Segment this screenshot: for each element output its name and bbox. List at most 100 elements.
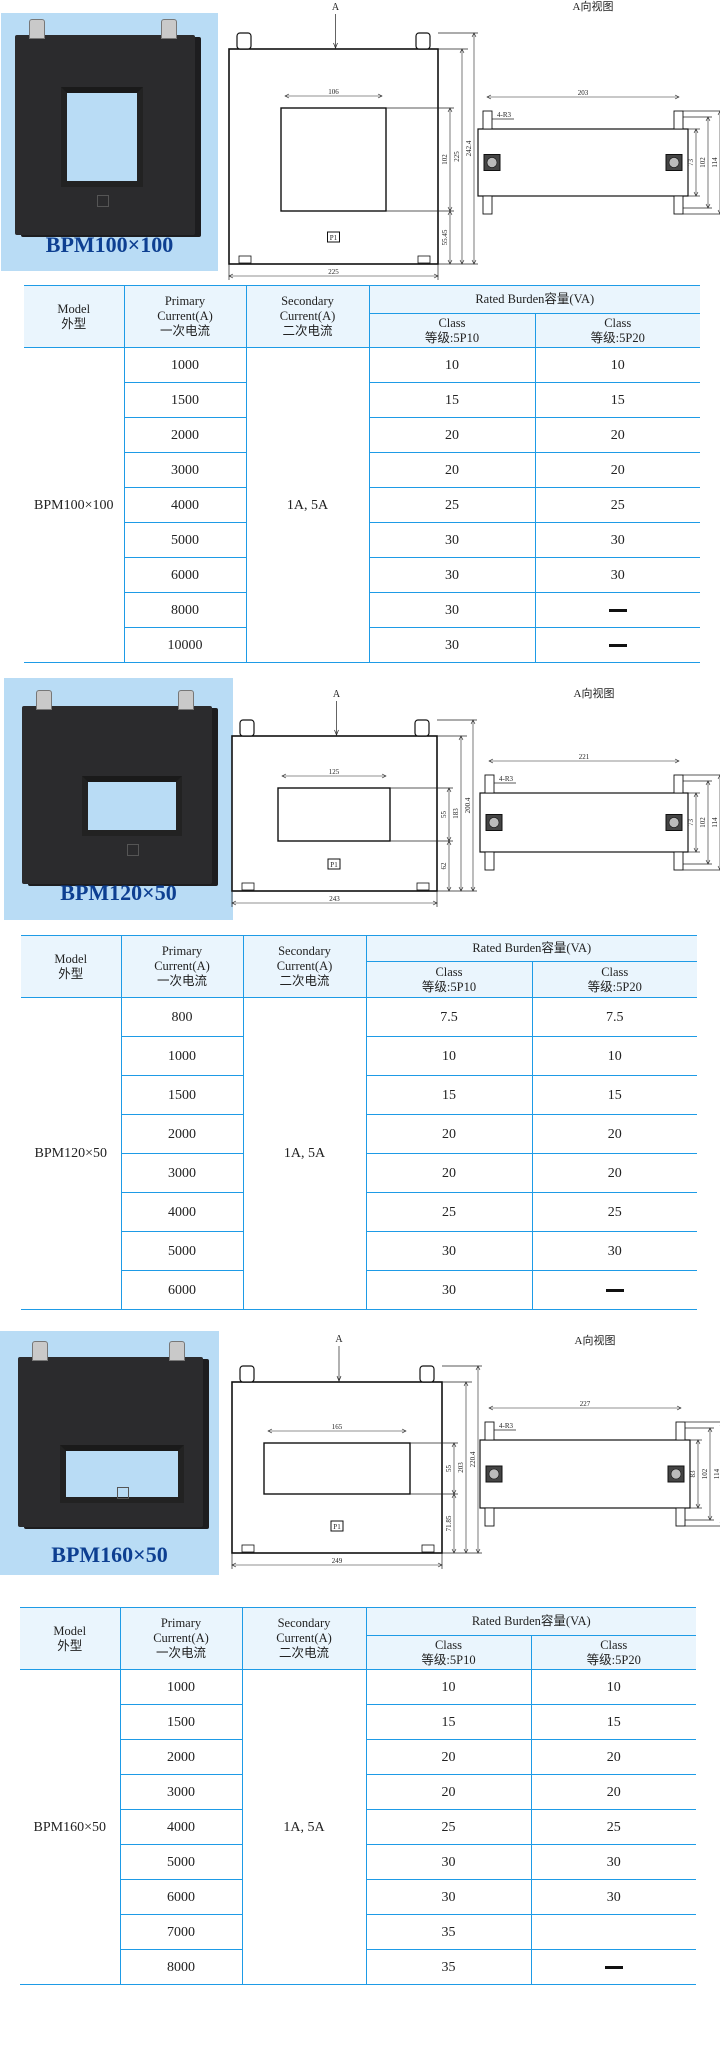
model-cell-text: BPM120×50 — [34, 1146, 107, 1161]
burden-5p20-cell: 25 — [534, 487, 701, 523]
burden-5p20-cell: 10 — [530, 1669, 697, 1705]
p1-mark-icon — [97, 195, 109, 207]
side-view-body — [477, 128, 689, 197]
dimension-label: 62 — [440, 862, 448, 870]
primary-current-cell-text: 1500 — [171, 392, 199, 408]
dimension-label: 55.45 — [441, 229, 449, 245]
burden-5p20-cell-text: 20 — [606, 1784, 621, 1800]
burden-5p10-cell-text: 35 — [441, 1959, 456, 1975]
primary-current-cell: 1000 — [121, 1036, 244, 1076]
header-class-5p10-text: Class — [438, 315, 466, 330]
dimension-label: 165 — [332, 1423, 343, 1431]
dimension-label: 203 — [457, 1462, 465, 1473]
burden-5p10-cell: 20 — [368, 452, 536, 488]
primary-current-cell: 5000 — [120, 1844, 243, 1880]
primary-current-cell-text: 3000 — [168, 1165, 196, 1181]
burden-5p10-cell: 15 — [368, 382, 536, 418]
burden-5p10-cell: 20 — [365, 1774, 532, 1810]
dimension-label: 125 — [329, 768, 340, 776]
arrowhead-icon — [488, 758, 680, 764]
arrowhead-icon — [446, 840, 452, 892]
burden-5p10-cell-text: 25 — [442, 1204, 456, 1220]
header-primary-current-text: Primary — [160, 1616, 202, 1630]
burden-5p20-cell-text: 25 — [606, 1819, 621, 1835]
burden-5p10-cell: 30 — [365, 1231, 533, 1271]
burden-5p20-cell: 30 — [530, 1879, 697, 1915]
burden-5p10-cell-text: 7.5 — [440, 1009, 458, 1025]
burden-5p20-cell-text: 25 — [607, 1204, 622, 1220]
burden-5p20-cell-text: 25 — [610, 497, 625, 513]
burden-5p20-cell: 20 — [530, 1739, 697, 1775]
dimension-label: 83 — [689, 1470, 697, 1478]
dimension-label: 200.4 — [464, 797, 472, 813]
header-secondary-current-text: Current(A) — [276, 1631, 332, 1645]
burden-5p20-cell-text: 30 — [610, 532, 625, 548]
burden-5p10-cell: 35 — [365, 1949, 532, 1985]
burden-5p20-cell-text: 20 — [607, 1165, 622, 1181]
primary-current-cell: 2000 — [121, 1114, 244, 1154]
burden-5p10-cell-text: 30 — [441, 1854, 456, 1870]
burden-5p20-cell-text: 20 — [610, 427, 625, 443]
dimension-label: 102 — [701, 1468, 709, 1479]
arrowhead-icon — [451, 1493, 457, 1554]
burden-5p10-cell: 35 — [365, 1914, 532, 1950]
burden-5p20-cell-text: 10 — [606, 1679, 621, 1695]
view-title: A向视图 — [575, 1333, 616, 1347]
arrowhead-icon — [486, 94, 680, 100]
dimension-label: 227 — [580, 1400, 591, 1408]
burden-5p10-cell-text: 10 — [441, 1679, 456, 1695]
header-class-5p20-text: 等级:5P20 — [587, 979, 642, 994]
radius-label: 4-R3 — [497, 111, 512, 119]
burden-5p20-cell-text: 30 — [606, 1854, 621, 1870]
transformer-window — [60, 1445, 184, 1503]
primary-current-cell: 8000 — [120, 1949, 243, 1985]
p1-label: P1 — [333, 1523, 341, 1531]
header-model-text: 外型 — [57, 1638, 83, 1653]
screw-icon — [668, 817, 680, 828]
header-secondary-current-text: Secondary — [278, 944, 331, 958]
header-rated-burden-text: Rated Burden容量(VA) — [472, 941, 592, 955]
burden-5p20-cell-text: 20 — [607, 1126, 622, 1142]
window-outline — [263, 1442, 411, 1495]
burden-5p20-cell-text: 30 — [606, 1889, 621, 1905]
dash-icon — [605, 1288, 624, 1292]
burden-5p10-cell-text: 15 — [442, 1087, 456, 1103]
primary-current-cell: 3000 — [121, 1153, 244, 1193]
primary-current-cell: 7000 — [120, 1914, 243, 1950]
model-cell-text: BPM100×100 — [34, 497, 114, 513]
primary-current-cell: 2000 — [124, 417, 247, 453]
header-primary-current-text: 一次电流 — [156, 974, 207, 988]
burden-5p20-cell: 20 — [530, 1774, 697, 1810]
burden-5p20-cell: 10 — [531, 1036, 698, 1076]
burden-5p10-cell-text: 20 — [441, 1784, 456, 1800]
view-arrow-label: A — [333, 689, 341, 700]
bracket-icon — [482, 110, 493, 130]
primary-current-cell-text: 3000 — [171, 462, 199, 478]
header-secondary-current-text: Current(A) — [279, 309, 336, 323]
arrowhead-icon — [693, 792, 699, 853]
burden-5p20-cell — [534, 627, 701, 663]
arrowhead-icon — [447, 210, 453, 265]
burden-5p10-cell: 20 — [365, 1114, 533, 1154]
arrowhead-icon — [707, 1427, 713, 1521]
primary-current-cell: 6000 — [120, 1879, 243, 1915]
header-model-text: 外型 — [61, 316, 87, 331]
arrowhead-icon — [695, 1439, 701, 1509]
model-cell-text: BPM160×50 — [33, 1819, 106, 1835]
model-title: BPM100×100 — [45, 232, 174, 257]
dimension-label: 114 — [711, 157, 719, 168]
burden-5p10-cell: 25 — [368, 487, 536, 523]
screw-icon — [668, 157, 680, 168]
dimension-label: 249 — [332, 1557, 343, 1565]
